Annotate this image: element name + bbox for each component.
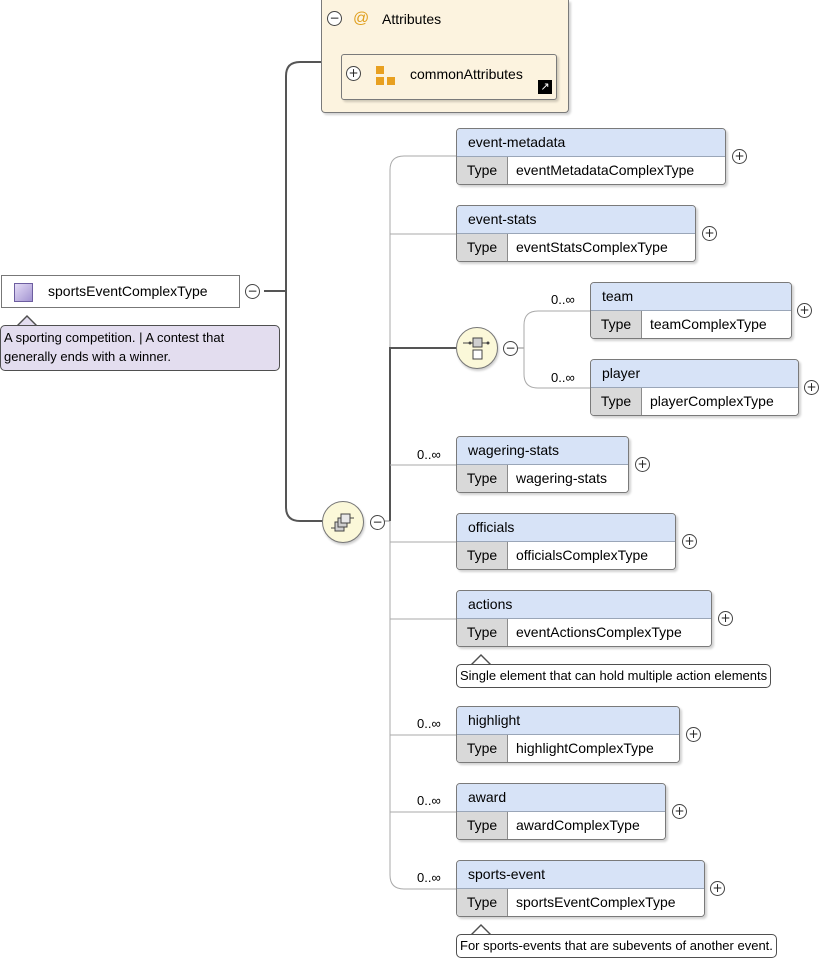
expand-officials-button[interactable]: + (682, 534, 697, 549)
attribute-group-icon (376, 66, 396, 86)
type-label: Type (457, 157, 508, 184)
expand-team-button[interactable]: + (797, 303, 812, 318)
expand-event-metadata-button[interactable]: + (732, 149, 747, 164)
sports-event-annotation: For sports-events that are subevents of … (456, 934, 777, 958)
element-highlight[interactable]: highlight Type highlightComplexType (456, 706, 680, 763)
attributes-collapse-button[interactable]: − (327, 11, 342, 26)
sequence-compositor[interactable] (322, 501, 364, 543)
element-type: eventMetadataComplexType (516, 162, 695, 178)
type-label: Type (591, 311, 642, 338)
type-label: Type (591, 388, 642, 415)
element-name: team (591, 283, 791, 311)
element-type: wagering-stats (516, 470, 608, 486)
root-annotation-line-1: A sporting competition. | A contest that (4, 330, 225, 345)
sports-event-annotation-pointer-fill (472, 926, 490, 935)
element-name: sports-event (457, 861, 704, 889)
choice-compositor-icon (463, 337, 490, 360)
root-annotation-line-2: generally ends with a winner. (4, 349, 171, 364)
element-type: sportsEventComplexType (516, 894, 676, 910)
element-event-stats[interactable]: event-stats Type eventStatsComplexType (456, 205, 696, 262)
choice-compositor[interactable] (456, 327, 498, 369)
expand-event-stats-button[interactable]: + (702, 226, 717, 241)
type-label: Type (457, 619, 508, 646)
element-name: highlight (457, 707, 679, 735)
root-type-name: sportsEventComplexType (48, 283, 208, 299)
sequence-compositor-icon (331, 513, 354, 532)
root-annotation-pointer-fill (18, 317, 36, 326)
expand-player-button[interactable]: + (804, 380, 819, 395)
cardinality-sports-event: 0..∞ (417, 870, 441, 885)
cardinality-award: 0..∞ (417, 793, 441, 808)
choice-collapse-button[interactable]: − (503, 341, 518, 356)
element-name: event-metadata (457, 129, 725, 157)
type-label: Type (457, 735, 508, 762)
element-name: event-stats (457, 206, 695, 234)
expand-actions-button[interactable]: + (718, 611, 733, 626)
element-type: playerComplexType (650, 393, 774, 409)
expand-sports-event-button[interactable]: + (710, 881, 725, 896)
element-name: actions (457, 591, 711, 619)
element-award[interactable]: award Type awardComplexType (456, 783, 666, 840)
actions-annotation: Single element that can hold multiple ac… (456, 664, 772, 688)
at-sign-icon: @ (353, 10, 370, 27)
expand-wagering-stats-button[interactable]: + (635, 457, 650, 472)
element-name: wagering-stats (457, 437, 628, 465)
type-label: Type (457, 812, 508, 839)
sequence-collapse-button[interactable]: − (370, 515, 385, 530)
expand-highlight-button[interactable]: + (686, 727, 701, 742)
cardinality-team: 0..∞ (551, 292, 575, 307)
element-type: awardComplexType (516, 817, 640, 833)
element-sports-event[interactable]: sports-event Type sportsEventComplexType (456, 860, 705, 917)
attribute-group-name: commonAttributes (410, 66, 523, 82)
actions-annotation-pointer-fill (472, 656, 490, 665)
element-player[interactable]: player Type playerComplexType (590, 359, 799, 416)
element-name: officials (457, 514, 675, 542)
type-label: Type (457, 465, 508, 492)
element-name: player (591, 360, 798, 388)
element-actions[interactable]: actions Type eventActionsComplexType (456, 590, 712, 647)
element-type: eventActionsComplexType (516, 624, 682, 640)
attribute-group-expand-button[interactable]: + (346, 66, 361, 81)
type-label: Type (457, 234, 508, 261)
attributes-title: Attributes (382, 11, 442, 27)
element-type: eventStatsComplexType (516, 239, 668, 255)
element-team[interactable]: team Type teamComplexType (590, 282, 792, 339)
shortcut-arrow-icon[interactable]: ↗ (538, 80, 552, 94)
cardinality-player: 0..∞ (551, 370, 575, 385)
root-type[interactable]: sportsEventComplexType (1, 275, 240, 308)
element-type: officialsComplexType (516, 547, 649, 563)
element-type: highlightComplexType (516, 740, 654, 756)
type-label: Type (457, 542, 508, 569)
root-annotation: A sporting competition. | A contest that… (0, 325, 280, 371)
root-collapse-button[interactable]: − (245, 284, 260, 299)
cardinality-highlight: 0..∞ (417, 716, 441, 731)
element-event-metadata[interactable]: event-metadata Type eventMetadataComplexT… (456, 128, 726, 185)
element-officials[interactable]: officials Type officialsComplexType (456, 513, 676, 570)
element-name: award (457, 784, 665, 812)
element-type: teamComplexType (650, 316, 767, 332)
type-label: Type (457, 889, 508, 916)
cardinality-wagering-stats: 0..∞ (417, 447, 441, 462)
expand-award-button[interactable]: + (672, 804, 687, 819)
complex-type-square-icon (14, 283, 33, 302)
